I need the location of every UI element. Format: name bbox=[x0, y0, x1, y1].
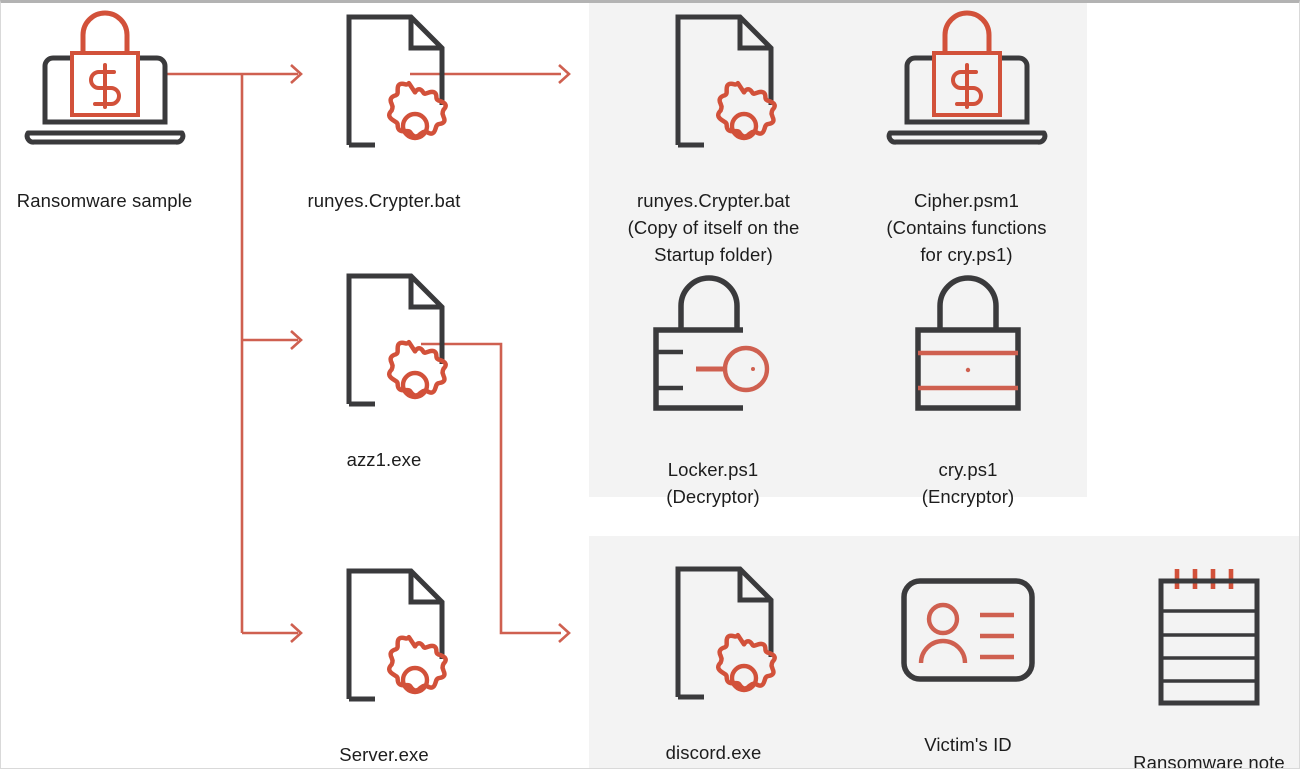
node-caption: Victim's ID bbox=[873, 704, 1063, 758]
node-ransomware-note[interactable]: Ransomware note bbox=[1114, 563, 1299, 769]
node-server-exe[interactable]: Server.exe (WorldWind stealer) bbox=[284, 563, 484, 768]
node-cipher-psm1[interactable]: Cipher.psm1 (Contains functions for cry.… bbox=[869, 9, 1064, 295]
node-label: azz1.exe bbox=[346, 449, 422, 470]
node-sublabel: (Copy of itself on the Startup folder) bbox=[627, 217, 800, 265]
padlock-key-icon bbox=[618, 268, 808, 423]
node-runyes-crypter-bat-copy[interactable]: runyes.Crypter.bat (Copy of itself on th… bbox=[606, 9, 821, 295]
node-caption: azz1.exe bbox=[284, 419, 484, 473]
dropped-artifacts-panel bbox=[589, 536, 1299, 768]
node-caption: cry.ps1 (Encryptor) bbox=[873, 429, 1063, 537]
file-gear-icon bbox=[284, 9, 484, 154]
file-gear-icon bbox=[284, 563, 484, 708]
padlock-locked-icon bbox=[873, 268, 1063, 423]
node-label: Server.exe bbox=[339, 744, 429, 765]
file-gear-icon bbox=[606, 9, 821, 154]
arrowhead-panel-top bbox=[558, 64, 571, 84]
node-label: Victim's ID bbox=[924, 734, 1012, 755]
node-caption: discord.exe (Copy of itself) bbox=[616, 712, 811, 768]
node-caption: Ransomware note bbox=[1114, 722, 1299, 769]
node-label: runyes.Crypter.bat bbox=[307, 190, 461, 211]
laptop-lock-dollar-icon bbox=[869, 9, 1064, 154]
node-label: Locker.ps1 bbox=[667, 459, 759, 480]
node-discord-exe[interactable]: discord.exe (Copy of itself) bbox=[616, 561, 811, 768]
node-sublabel: (Contains functions for cry.ps1) bbox=[886, 217, 1047, 265]
node-runyes-crypter-bat[interactable]: runyes.Crypter.bat bbox=[284, 9, 484, 214]
node-label: discord.exe bbox=[665, 742, 762, 763]
id-card-icon bbox=[873, 575, 1063, 698]
node-locker-ps1[interactable]: Locker.ps1 (Decryptor) bbox=[618, 268, 808, 537]
node-caption: Locker.ps1 (Decryptor) bbox=[618, 429, 808, 537]
node-label: Cipher.psm1 bbox=[914, 190, 1019, 211]
node-caption: runyes.Crypter.bat bbox=[284, 160, 484, 214]
dropped-powershell-panel bbox=[589, 3, 1087, 497]
node-caption: Ransomware sample bbox=[7, 160, 202, 214]
node-victims-id[interactable]: Victim's ID bbox=[873, 575, 1063, 758]
node-caption: Cipher.psm1 (Contains functions for cry.… bbox=[869, 160, 1064, 295]
arrowhead-panel-bottom bbox=[558, 623, 571, 643]
file-gear-icon bbox=[616, 561, 811, 706]
node-sublabel: (Encryptor) bbox=[921, 486, 1015, 507]
node-label: runyes.Crypter.bat bbox=[637, 190, 790, 211]
node-caption: runyes.Crypter.bat (Copy of itself on th… bbox=[606, 160, 821, 295]
node-label: cry.ps1 bbox=[938, 459, 998, 480]
node-ransomware-sample[interactable]: Ransomware sample bbox=[7, 9, 202, 214]
node-caption: Server.exe (WorldWind stealer) bbox=[284, 714, 484, 768]
laptop-lock-dollar-icon bbox=[7, 9, 202, 154]
file-gear-icon bbox=[284, 268, 484, 413]
notepad-icon bbox=[1114, 563, 1299, 716]
node-azz1-exe[interactable]: azz1.exe bbox=[284, 268, 484, 473]
node-sublabel: (Decryptor) bbox=[666, 486, 760, 507]
node-cry-ps1[interactable]: cry.ps1 (Encryptor) bbox=[873, 268, 1063, 537]
node-label: Ransomware sample bbox=[16, 190, 193, 211]
node-label: Ransomware note bbox=[1133, 752, 1285, 769]
